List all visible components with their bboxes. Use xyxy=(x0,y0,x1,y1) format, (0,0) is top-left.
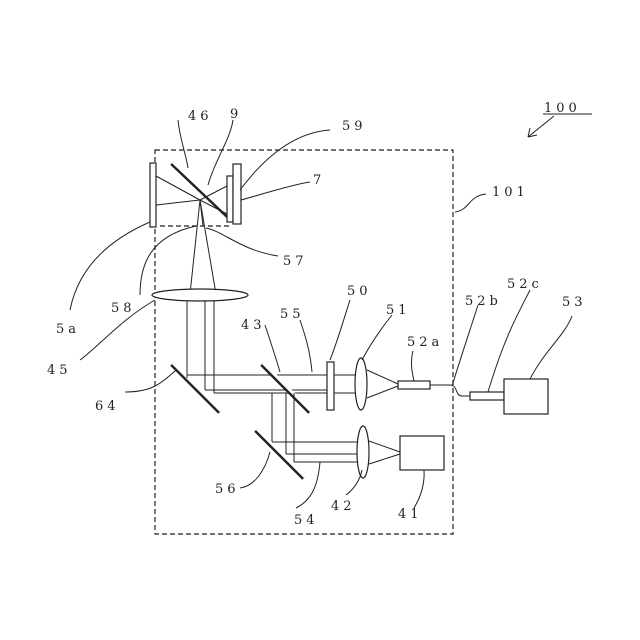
label-59: 59 xyxy=(342,119,367,134)
label-58: 58 xyxy=(111,301,136,316)
lens-42 xyxy=(357,426,369,478)
label-51: 51 xyxy=(386,303,411,318)
label-101: 101 xyxy=(492,185,529,200)
label-5a: 5a xyxy=(56,322,80,337)
label-52b: 52b xyxy=(465,294,502,309)
filter-9 xyxy=(227,176,233,222)
label-46: 46 xyxy=(188,109,213,124)
label-53: 53 xyxy=(562,295,587,310)
fiber-connector-52c xyxy=(470,392,504,400)
filter-50 xyxy=(327,362,334,410)
label-54: 54 xyxy=(294,513,319,528)
horizontal-beam-upper xyxy=(187,375,330,393)
label-56: 56 xyxy=(215,482,240,497)
upper-rays xyxy=(156,176,227,294)
label-57: 57 xyxy=(283,254,308,269)
fiber-connector-52a xyxy=(398,381,430,389)
label-42: 42 xyxy=(331,499,356,514)
label-50: 50 xyxy=(347,284,372,299)
label-45: 45 xyxy=(47,363,72,378)
label-64: 64 xyxy=(95,399,120,414)
label-43: 43 xyxy=(241,318,266,333)
label-52a: 52a xyxy=(407,335,443,350)
lens-45 xyxy=(152,289,248,301)
light-source-53 xyxy=(504,379,548,414)
label-9: 9 xyxy=(230,107,242,122)
detector-41 xyxy=(400,436,444,470)
label-41: 41 xyxy=(398,507,423,522)
detector-7 xyxy=(233,164,241,224)
sample-plate-5a xyxy=(150,163,156,227)
label-52c: 52c xyxy=(507,277,543,292)
label-55: 55 xyxy=(280,307,305,322)
lens-51 xyxy=(355,358,367,410)
label-7: 7 xyxy=(313,173,325,188)
